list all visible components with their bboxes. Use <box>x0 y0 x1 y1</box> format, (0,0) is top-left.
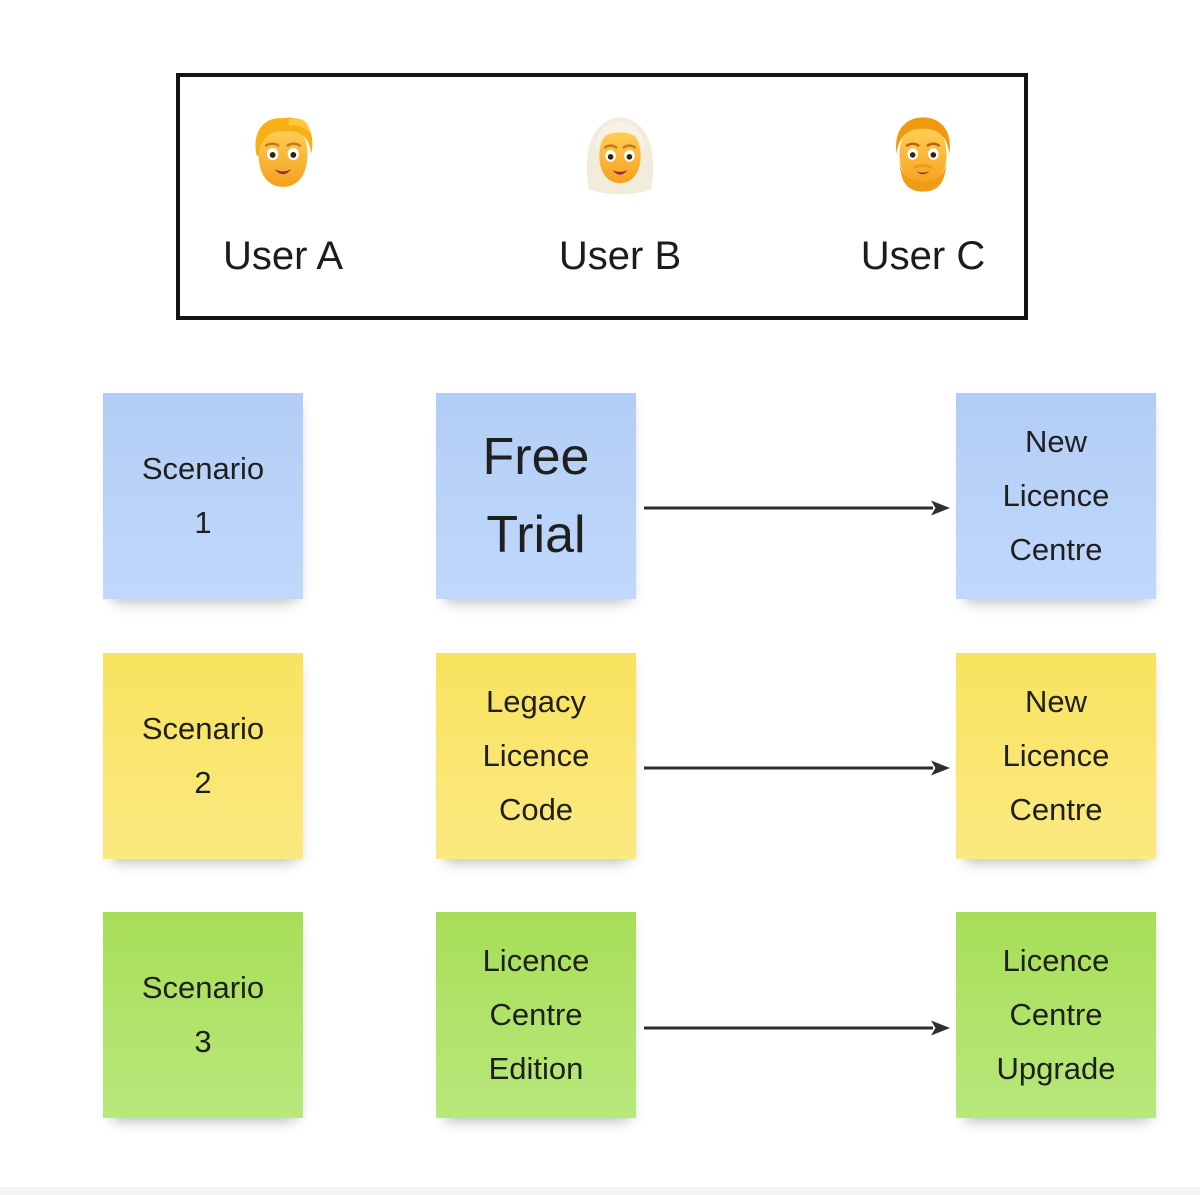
sticky-note-text: Scenario 2 <box>141 710 265 800</box>
person-white-hair-emoji-icon <box>586 117 654 195</box>
person-emoji-icon <box>255 117 313 187</box>
users-frame[interactable]: User A User B <box>176 73 1028 320</box>
user-a-label: User A <box>222 234 344 278</box>
sticky-note-text: New Licence Centre <box>1002 423 1110 568</box>
sticky-note-text: Licence Centre Edition <box>482 942 590 1087</box>
arrow-free-trial-to-new-licence-centre[interactable] <box>641 497 953 519</box>
user-b-label: User B <box>558 234 682 278</box>
sticky-note-free-trial[interactable]: Free Trial <box>436 393 636 599</box>
sticky-note-text: Licence Centre Upgrade <box>996 942 1116 1087</box>
sticky-note-legacy-licence-code[interactable]: Legacy Licence Code <box>436 653 636 859</box>
user-c-label: User C <box>860 234 986 278</box>
canvas-edge <box>0 1187 1200 1195</box>
sticky-note-text: Scenario 3 <box>141 969 265 1059</box>
sticky-note-new-licence-centre-2[interactable]: New Licence Centre <box>956 653 1156 859</box>
sticky-note-scenario-2[interactable]: Scenario 2 <box>103 653 303 859</box>
sticky-note-text: Legacy Licence Code <box>482 683 590 828</box>
sticky-note-licence-centre-edition[interactable]: Licence Centre Edition <box>436 912 636 1118</box>
user-b[interactable]: User B <box>525 107 715 279</box>
sticky-note-text: New Licence Centre <box>1002 683 1110 828</box>
sticky-note-scenario-3[interactable]: Scenario 3 <box>103 912 303 1118</box>
arrow-licence-centre-edition-to-licence-centre-upgrade[interactable] <box>641 1017 953 1039</box>
person-beard-emoji-icon <box>896 117 950 192</box>
user-c[interactable]: User C <box>828 107 1018 279</box>
arrow-legacy-licence-code-to-new-licence-centre[interactable] <box>641 757 953 779</box>
sticky-note-new-licence-centre-1[interactable]: New Licence Centre <box>956 393 1156 599</box>
sticky-note-text: Scenario 1 <box>141 450 265 540</box>
sticky-note-text: Free Trial <box>482 428 590 564</box>
sticky-note-scenario-1[interactable]: Scenario 1 <box>103 393 303 599</box>
user-a[interactable]: User A <box>188 107 378 279</box>
sticky-note-licence-centre-upgrade[interactable]: Licence Centre Upgrade <box>956 912 1156 1118</box>
